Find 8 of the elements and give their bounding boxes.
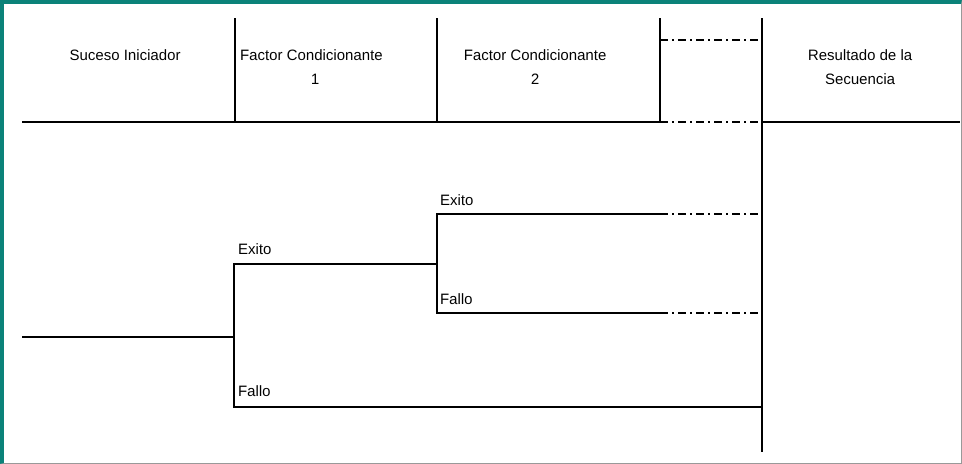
branch-label: Exito (238, 240, 272, 260)
column-header: Factor Condicionante 1 (240, 46, 384, 90)
branch-label: Exito (440, 191, 474, 211)
column-header: Factor Condicionante 2 (462, 46, 608, 90)
column-header: Suceso Iniciador (68, 46, 182, 66)
column-header: Resultado de la Secuencia (806, 46, 914, 90)
branch-label: Fallo (238, 382, 272, 402)
branch-label: Fallo (440, 290, 474, 310)
